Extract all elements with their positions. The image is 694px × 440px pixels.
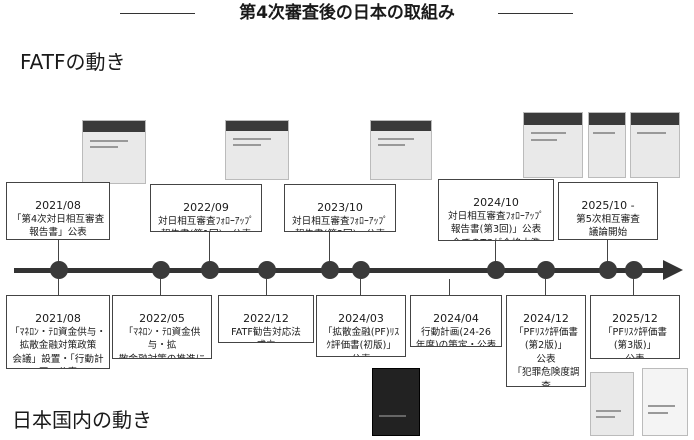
event-date: 2022/12 bbox=[243, 311, 289, 325]
event-date: 2024/10 bbox=[473, 195, 519, 209]
timeline-node bbox=[599, 261, 617, 279]
timeline-arrow-icon bbox=[663, 260, 683, 280]
event-text: 行動計画(24-26 年度)の策定・公表 bbox=[415, 326, 497, 347]
event-date: 2021/08 bbox=[35, 311, 81, 325]
lower-event-box: 2025/12「PFﾘｽｸ評価書 (第3版)」 公表 bbox=[590, 295, 680, 359]
report-thumbnail-pf-first bbox=[372, 368, 420, 436]
report-thumbnail-2023 bbox=[370, 120, 432, 180]
event-text: 対日相互審査ﾌｫﾛｰｱｯﾌﾟ 報告書(第1回)」公表 bbox=[158, 215, 254, 232]
connector-line bbox=[58, 240, 60, 262]
report-thumbnail-2024 bbox=[523, 112, 583, 178]
lower-event-box: 2024/12「PFﾘｽｸ評価書 (第2版)」 公表 「犯罪危険度調査 書」と同… bbox=[506, 295, 586, 387]
timeline-node bbox=[625, 261, 643, 279]
connector-line bbox=[495, 241, 497, 262]
section-label-fatf: FATFの動き bbox=[20, 50, 126, 74]
event-date: 2021/08 bbox=[35, 198, 81, 212]
event-date: 2024/04 bbox=[433, 311, 479, 325]
timeline-node bbox=[487, 261, 505, 279]
event-date: 2024/03 bbox=[338, 311, 384, 325]
lower-event-box: 2022/05「ﾏﾈﾛﾝ・ﾃﾛ資金供与・拡 散金融対策の推進に 関する基本方針」… bbox=[112, 295, 212, 359]
event-text: 対日相互審査ﾌｫﾛｰｱｯﾌﾟ 報告書(第3回)」公表 全てのTCが合格水準 bbox=[448, 210, 544, 241]
event-text: 「PFﾘｽｸ評価書 (第3版)」 公表 bbox=[602, 326, 668, 359]
page-title: 第4次審査後の日本の取組み bbox=[239, 3, 455, 23]
connector-line bbox=[266, 279, 268, 295]
report-thumbnail-2022 bbox=[225, 120, 289, 180]
timeline-axis bbox=[14, 268, 666, 273]
event-date: 2025/12 bbox=[612, 311, 658, 325]
report-thumbnail-pf-second bbox=[590, 372, 634, 436]
event-date: 2023/10 bbox=[317, 200, 363, 214]
event-text: 対日相互審査ﾌｫﾛｰｱｯﾌﾟ 報告書(第2回)」公表 bbox=[292, 215, 388, 232]
event-date: 2022/09 bbox=[183, 200, 229, 214]
report-thumbnail-2025-b bbox=[630, 112, 680, 178]
event-text: 「ﾏﾈﾛﾝ・ﾃﾛ資金供与・ 拡散金融対策政策 会議」設置・「行動計 画」公表 bbox=[10, 326, 106, 369]
timeline-node bbox=[537, 261, 555, 279]
event-text: 「PFﾘｽｸ評価書 (第2版)」 公表 「犯罪危険度調査 書」と同時期に 発行 bbox=[512, 326, 580, 387]
connector-line bbox=[329, 232, 331, 262]
event-date: 2024/12 bbox=[523, 311, 569, 325]
timeline-node bbox=[258, 261, 276, 279]
connector-line bbox=[633, 279, 635, 295]
upper-event-box: 2025/10 -第5次相互審査 議論開始 (ﾏﾚｰｼｱ・ﾍﾞﾙｷﾞｰ) bbox=[558, 182, 658, 240]
section-label-domestic: 日本国内の動き bbox=[12, 408, 152, 432]
event-text: FATF勧告対応法 成立 bbox=[231, 326, 301, 343]
event-text: 「第4次対日相互審査 報告書」公表 重点ﾌｫﾛｰｱｯﾌﾟ国 bbox=[11, 213, 105, 239]
connector-line bbox=[360, 279, 362, 295]
event-date: 2025/10 - bbox=[581, 198, 635, 212]
timeline-node bbox=[321, 261, 339, 279]
timeline-node bbox=[352, 261, 370, 279]
connector-line bbox=[209, 232, 211, 262]
lower-event-box: 2024/03「拡散金融(PF)ﾘｽ ｸ評価書(初版)」 公表 bbox=[316, 295, 406, 357]
connector-line bbox=[58, 279, 60, 295]
title-rule-left bbox=[120, 13, 195, 14]
connector-line bbox=[449, 279, 451, 295]
upper-event-box: 2021/08「第4次対日相互審査 報告書」公表 重点ﾌｫﾛｰｱｯﾌﾟ国 bbox=[6, 182, 110, 240]
event-date: 2022/05 bbox=[139, 311, 185, 325]
connector-line bbox=[160, 279, 162, 295]
timeline-node bbox=[152, 261, 170, 279]
event-text: 第5次相互審査 議論開始 (ﾏﾚｰｼｱ・ﾍﾞﾙｷﾞｰ) bbox=[576, 213, 640, 239]
lower-event-box: 2021/08「ﾏﾈﾛﾝ・ﾃﾛ資金供与・ 拡散金融対策政策 会議」設置・「行動計… bbox=[6, 295, 110, 369]
event-text: 「拡散金融(PF)ﾘｽ ｸ評価書(初版)」 公表 bbox=[322, 326, 400, 357]
report-thumbnail-pf-third bbox=[642, 368, 688, 436]
timeline-node bbox=[50, 261, 68, 279]
title-rule-right bbox=[498, 13, 573, 14]
report-thumbnail-2025-a bbox=[588, 112, 626, 178]
report-thumbnail-2021 bbox=[82, 120, 146, 184]
timeline-node bbox=[201, 261, 219, 279]
connector-line bbox=[545, 279, 547, 295]
connector-line bbox=[607, 240, 609, 262]
event-text: 「ﾏﾈﾛﾝ・ﾃﾛ資金供与・拡 散金融対策の推進に 関する基本方針」公表 bbox=[118, 326, 206, 359]
